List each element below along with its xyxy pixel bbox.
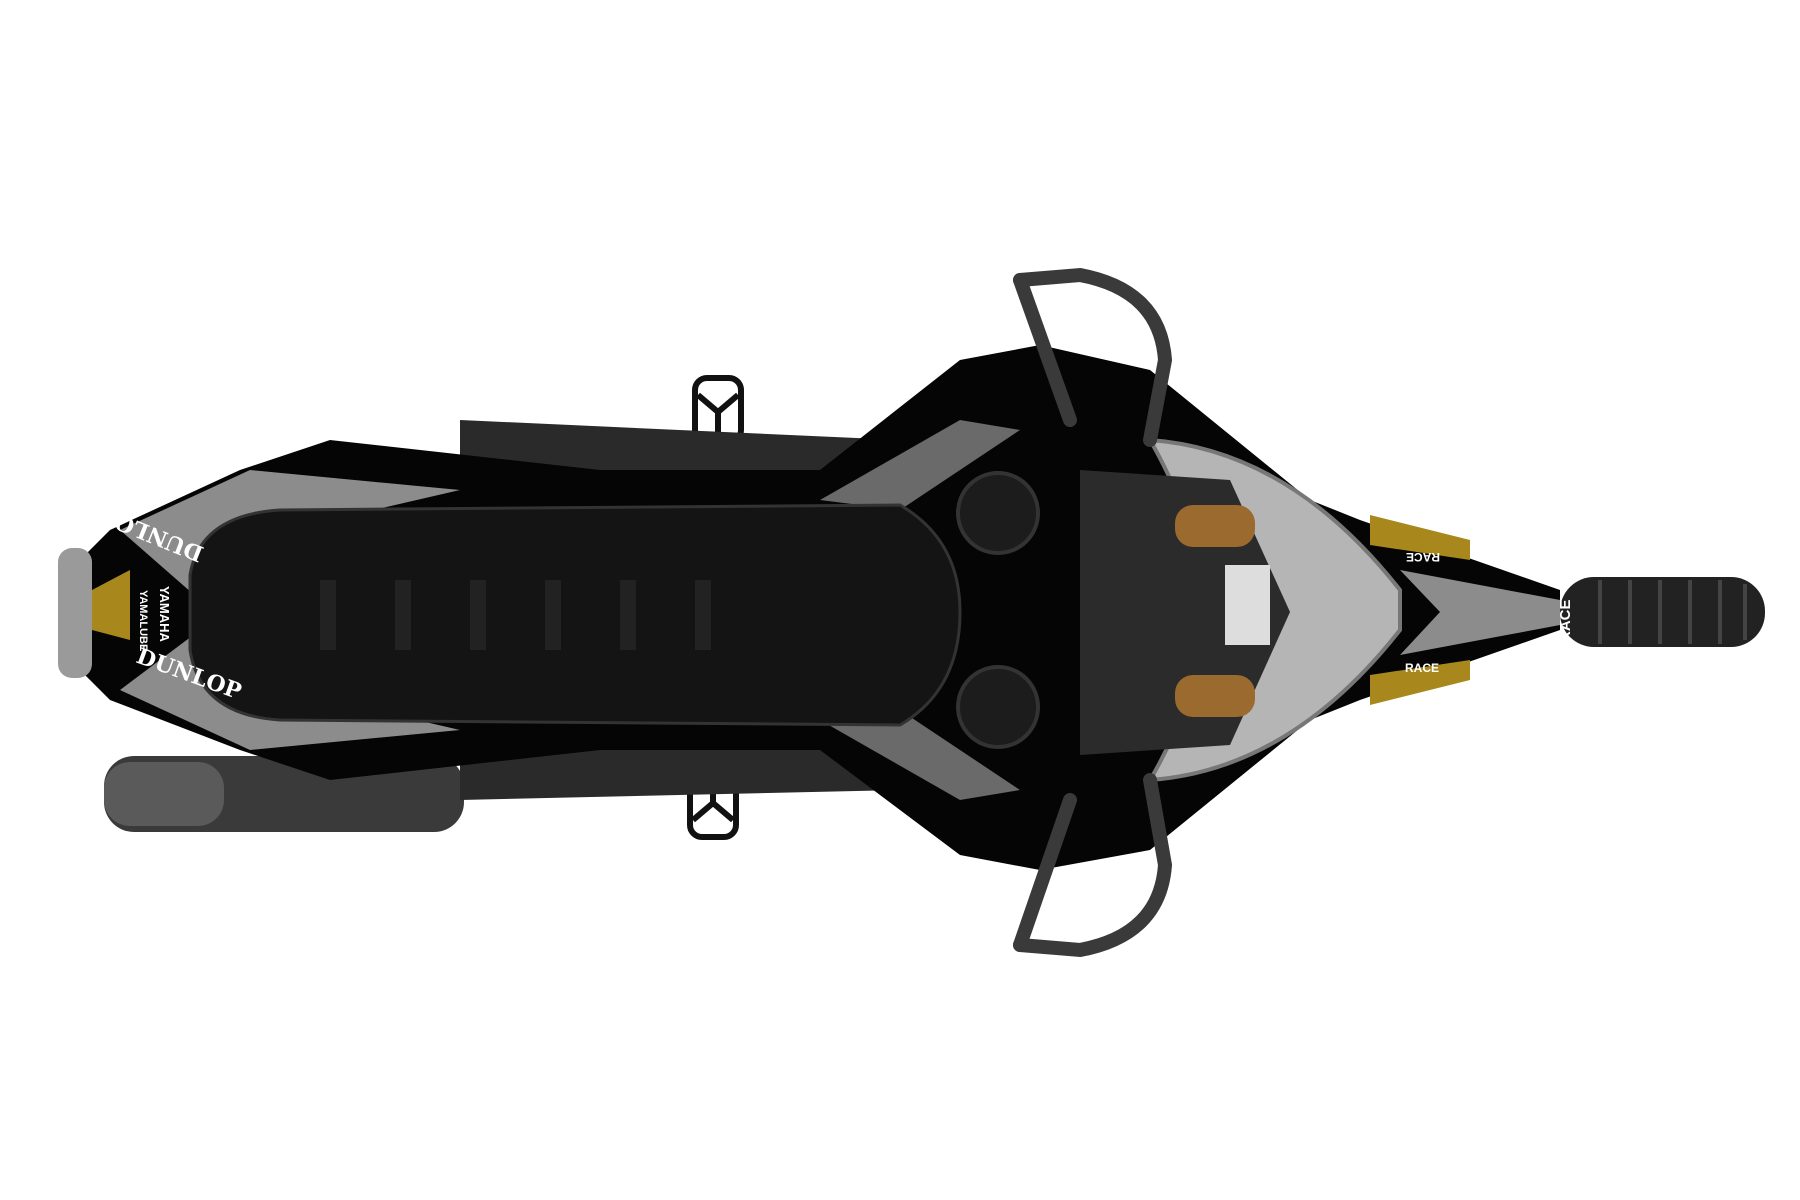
front-wheel [1560,577,1765,647]
decal-race-nose: RACE [1557,599,1574,642]
accent-front-top [1370,515,1470,560]
accent-rear [92,570,130,640]
seat-ribs [320,580,711,650]
light-left [1175,505,1255,547]
tank-panel-top [820,420,1020,510]
seat [188,503,962,727]
handguard-left [1013,267,1173,447]
decal-yamaha: YAMAHA [157,586,172,642]
display-screen [1225,565,1270,645]
nose-panel [1400,570,1560,655]
handguard-right [1013,773,1173,958]
decal-race-bottom: RACE [1405,661,1439,675]
accent-front-bottom [1370,660,1470,705]
light-right [1175,675,1255,717]
decal-yamalube: YAMALUBE [137,590,149,651]
decal-race-top: RACE [1406,550,1440,564]
tank-panel-bottom [820,710,1020,800]
tank-cap-left [956,471,1040,555]
tail-light [58,548,92,678]
tank-cap-right [956,665,1040,749]
